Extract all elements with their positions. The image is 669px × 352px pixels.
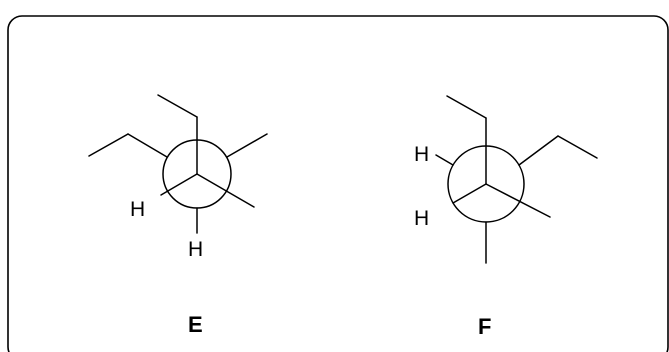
- front-bond-left-f: [452, 183, 487, 204]
- rear-bond-upper-left-e: [127, 133, 168, 158]
- rear-bond-upper-right-f: [518, 135, 559, 166]
- ethyl-top-f: [446, 95, 487, 119]
- newman-projection-e: [88, 94, 268, 234]
- figure-frame: [7, 15, 669, 352]
- hydrogen-lower-left-f: H: [414, 207, 429, 230]
- molecule-label-f: F: [478, 314, 491, 339]
- rear-ethyl-f: [557, 135, 598, 159]
- rear-bond-upper-right-e: [226, 133, 268, 158]
- front-bond-right-e: [196, 173, 255, 208]
- ethyl-top-e: [157, 94, 198, 118]
- rear-bond-upper-left-f: [435, 154, 454, 166]
- newman-projection-f: [435, 95, 598, 264]
- front-bond-right-f: [485, 183, 551, 218]
- hydrogen-upper-left-f: H: [414, 143, 429, 166]
- front-bond-left-e: [160, 173, 198, 196]
- rear-ethyl-e: [88, 133, 129, 157]
- molecule-label-e: E: [188, 312, 203, 337]
- hydrogen-left-e: H: [130, 198, 145, 221]
- hydrogen-bottom-e: H: [188, 238, 203, 261]
